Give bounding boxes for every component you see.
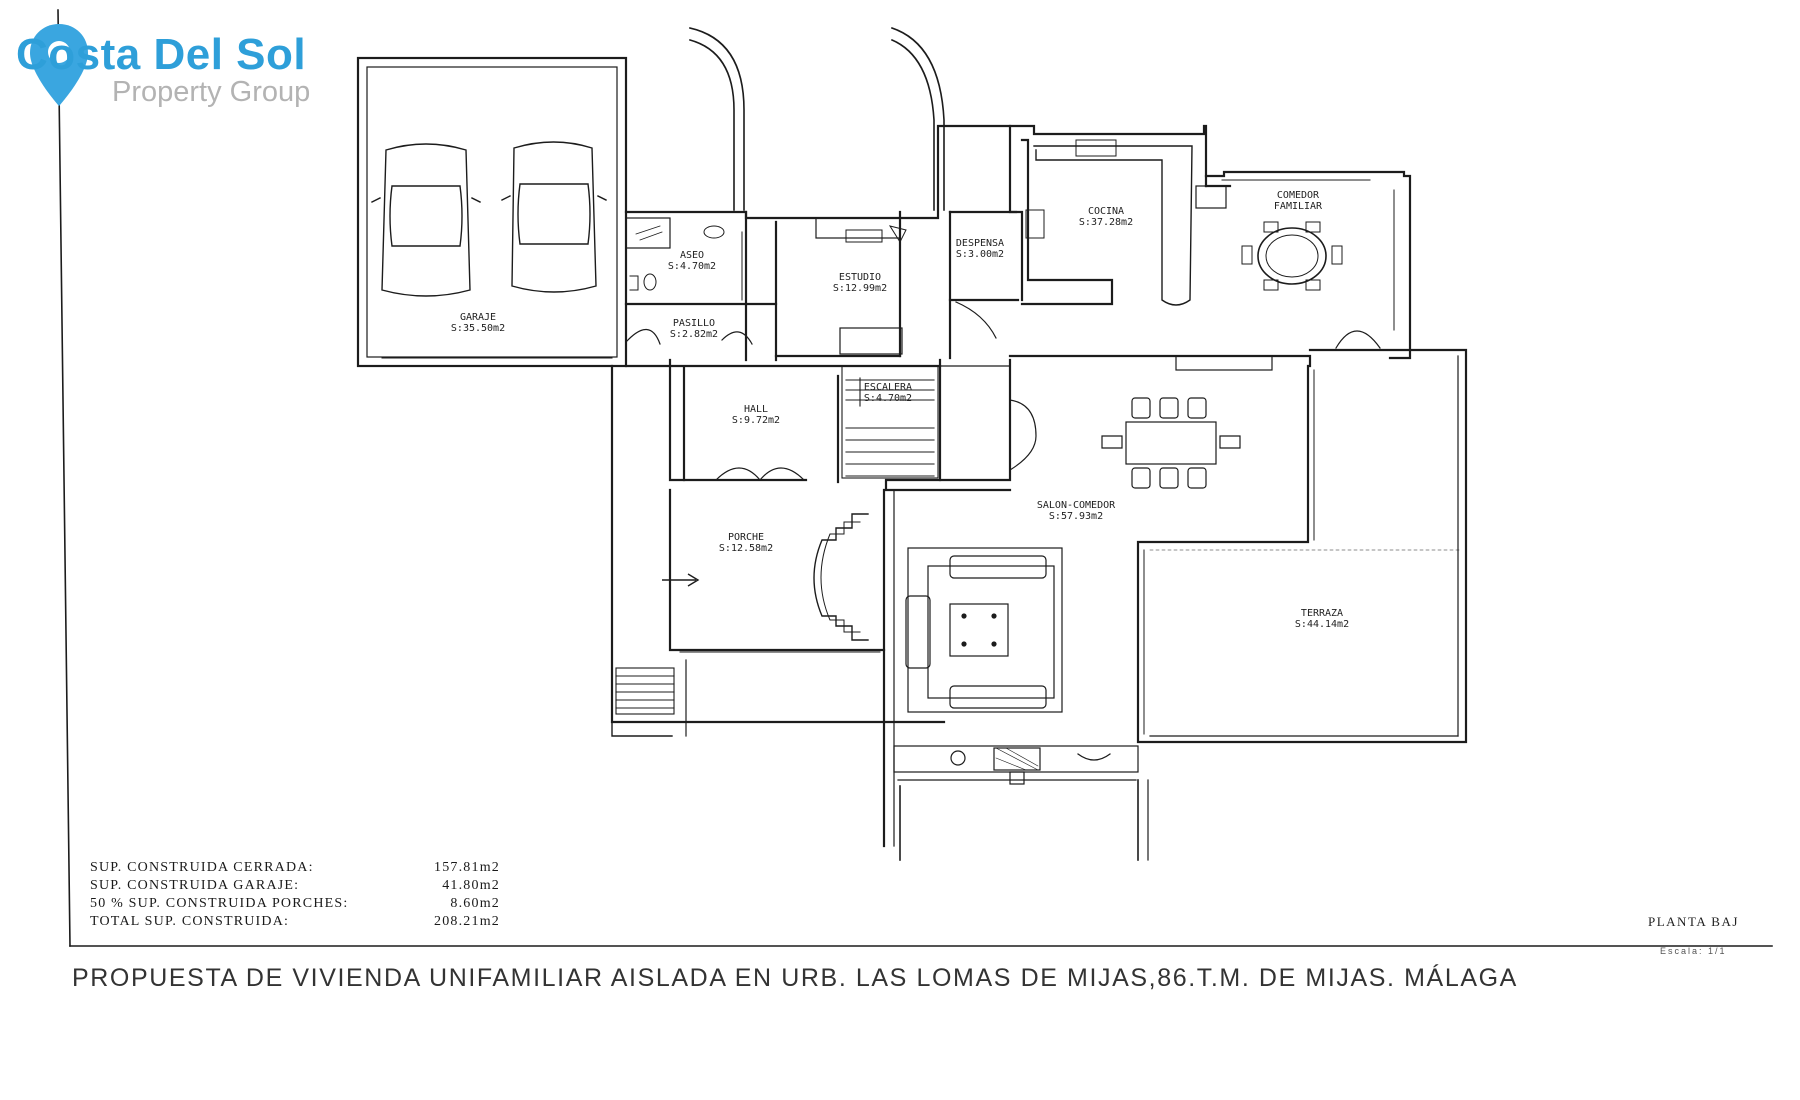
summary-row: SUP. CONSTRUIDA GARAJE: 41.80m2 (90, 877, 500, 895)
car-right (501, 141, 607, 293)
summary-row: SUP. CONSTRUIDA CERRADA: 157.81m2 (90, 859, 500, 877)
summary-value: 157.81m2 (434, 860, 500, 875)
main-walls (610, 301, 1468, 861)
porch-stairs (615, 667, 675, 715)
map-pin-icon (30, 24, 88, 106)
room-area: S:35.50m2 (450, 323, 506, 334)
summary-row: 50 % SUP. CONSTRUIDA PORCHES: 8.60m2 (90, 895, 500, 913)
summary-row: TOTAL SUP. CONSTRUIDA: 208.21m2 (90, 913, 500, 931)
room-name: DESPENSA (955, 238, 1005, 249)
interior-walls (624, 124, 1024, 362)
room-label-pasillo: PASILLO S:2.82m2 (670, 318, 718, 340)
room-name: PASILLO (672, 318, 716, 329)
room-label-despensa: DESPENSA S:3.00m2 (956, 238, 1004, 260)
summary-label: 50 % SUP. CONSTRUIDA PORCHES: (90, 896, 349, 911)
room-label-terraza: TERRAZA S:44.14m2 (1295, 608, 1349, 630)
summary-value: 41.80m2 (442, 878, 500, 893)
room-name: ESCALERA (863, 382, 913, 393)
room-label-escalera: ESCALERA S:4.70m2 (864, 382, 912, 404)
room-area: S:37.28m2 (1078, 217, 1134, 228)
room-name: TERRAZA (1300, 608, 1344, 619)
room-label-estudio: ESTUDIO S:12.99m2 (833, 272, 887, 294)
room-area: S:3.00m2 (955, 249, 1005, 260)
room-name: ASEO (679, 250, 705, 261)
room-name: ESTUDIO (838, 272, 882, 283)
car-left (371, 143, 481, 297)
room-label-porche: PORCHE S:12.58m2 (719, 532, 773, 554)
room-area: S:57.93m2 (1048, 511, 1104, 522)
company-logo: Costa Del Sol Property Group (8, 12, 328, 122)
room-area: S:4.70m2 (863, 393, 913, 404)
drawing-caption: PROPUESTA DE VIVIENDA UNIFAMILIAR AISLAD… (72, 964, 1518, 992)
kitchen-walls (1008, 124, 1232, 306)
room-label-cocina: COCINA S:37.28m2 (1079, 206, 1133, 228)
room-label-garaje: GARAJE S:35.50m2 (451, 312, 505, 334)
logo-subtitle: Property Group (112, 76, 311, 108)
room-name: COMEDOR (1276, 190, 1320, 201)
room-name: SALON-COMEDOR (1036, 500, 1116, 511)
summary-value: 8.60m2 (450, 896, 500, 911)
summary-label: TOTAL SUP. CONSTRUIDA: (90, 914, 290, 929)
room-area: S:12.99m2 (832, 283, 888, 294)
room-name: GARAJE (459, 312, 497, 323)
plan-name: PLANTA BAJ (1648, 914, 1739, 929)
room-area: S:44.14m2 (1294, 619, 1350, 630)
room-label-comedor: COMEDOR FAMILIAR (1274, 190, 1322, 212)
room-area: S:9.72m2 (731, 415, 781, 426)
family-dining-walls (1204, 170, 1412, 360)
room-name: HALL (743, 404, 769, 415)
room-area: S:2.82m2 (669, 329, 719, 340)
room-name: FAMILIAR (1273, 201, 1323, 212)
living-room-sofas (905, 547, 1063, 713)
room-name: PORCHE (727, 532, 765, 543)
room-label-salon-comedor: SALON-COMEDOR S:57.93m2 (1037, 500, 1115, 522)
logo-title: Costa Del Sol (16, 30, 307, 79)
entrance-arcs (689, 26, 945, 211)
summary-label: SUP. CONSTRUIDA CERRADA: (90, 860, 314, 875)
fireplace-wall (893, 745, 1149, 861)
entrance-arrow (662, 573, 700, 587)
room-label-aseo: ASEO S:4.70m2 (668, 250, 716, 272)
room-area: S:4.70m2 (667, 261, 717, 272)
main-staircase (841, 365, 939, 479)
dining-table (1101, 397, 1241, 489)
sheet-frame (57, 9, 1773, 947)
plan-scale: Escala: 1/1 (1660, 946, 1727, 956)
summary-value: 208.21m2 (434, 914, 500, 929)
room-name: COCINA (1087, 206, 1125, 217)
surface-summary: SUP. CONSTRUIDA CERRADA: 157.81m2 SUP. C… (90, 859, 500, 931)
room-area: S:12.58m2 (718, 543, 774, 554)
room-label-hall: HALL S:9.72m2 (732, 404, 780, 426)
summary-label: SUP. CONSTRUIDA GARAJE: (90, 878, 300, 893)
